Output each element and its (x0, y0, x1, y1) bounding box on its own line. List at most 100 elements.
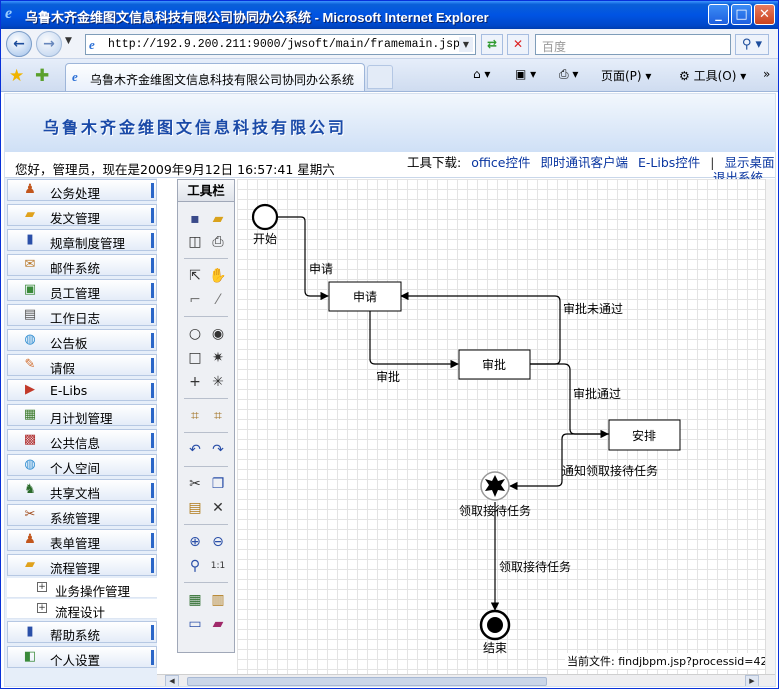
properties-icon[interactable]: ▦ (188, 592, 202, 608)
page-icon: e (89, 37, 95, 52)
more-chevron-icon[interactable]: » (763, 67, 771, 81)
end-label: 结束 (483, 641, 507, 655)
search-input[interactable]: 百度 (535, 34, 731, 55)
start-node-icon[interactable]: ○ (188, 326, 202, 342)
undo-icon[interactable]: ↶ (189, 442, 201, 458)
pan-hand-icon[interactable]: ✋ (209, 268, 227, 284)
tools-menu[interactable]: ⚙ 工具(O) ▾ (679, 69, 747, 83)
toolbox-title: 工具栏 (178, 180, 234, 202)
join-icon[interactable]: ✳ (212, 374, 224, 390)
company-name: 乌鲁木齐金维图文信息科技有限公司 (43, 118, 348, 137)
task-node-icon[interactable]: □ (188, 350, 202, 366)
cut-icon[interactable]: ✂ (189, 476, 201, 492)
menu-item-workflow[interactable]: ▰流程管理 (7, 554, 157, 576)
page-content: 乌鲁木齐金维图文信息科技有限公司 您好，管理员，现在是2009年9月12日 16… (4, 93, 776, 687)
new-tab-button[interactable] (367, 65, 393, 89)
zoom-fit-icon[interactable]: ⚲ (189, 558, 201, 574)
menu-item-personal-space[interactable]: ◍个人空间 (7, 454, 157, 476)
expand-icon: + (37, 582, 47, 592)
menu-item-personal-settings[interactable]: ◧个人设置 (7, 646, 157, 668)
menu-item-help[interactable]: ▮帮助系统 (7, 621, 157, 643)
straight-line-icon[interactable]: ⁄ (216, 292, 220, 308)
menu-item-public-info[interactable]: ▩公共信息 (7, 429, 157, 451)
paste-icon[interactable]: ▤ (188, 500, 202, 516)
submenu-process-design[interactable]: +流程设计 (7, 599, 157, 620)
menu-item-staff[interactable]: ▣员工管理 (7, 279, 157, 301)
select-pointer-icon[interactable]: ⇱ (189, 268, 201, 284)
favorites-star-icon[interactable]: ★ (9, 66, 25, 86)
end-node-icon[interactable]: ◉ (211, 326, 225, 342)
staff-icon: ▣ (23, 282, 37, 297)
show-desktop-link[interactable]: 显示桌面 (724, 155, 775, 170)
settings-icon: ◧ (23, 649, 37, 664)
menu-item-forms[interactable]: ♟表单管理 (7, 529, 157, 551)
menu-item-regulations[interactable]: ▮规章制度管理 (7, 229, 157, 251)
monitor-icon[interactable]: ▭ (188, 616, 202, 632)
minimize-button[interactable]: _ (708, 4, 729, 25)
add-favorites-icon[interactable]: ✚ (35, 66, 50, 86)
url-dropdown-icon[interactable]: ▼ (459, 37, 473, 52)
url-text: http://192.9.200.211:9000/jwsoft/main/fr… (108, 38, 460, 51)
end-node-inner (487, 617, 503, 633)
menu-item-shared-docs[interactable]: ♞共享文档 (7, 479, 157, 501)
workflow-canvas[interactable]: 开始 申请 审批 安排 领取接待任务 结束 申请 审批 审批未通过 审批通过 通… (237, 179, 765, 676)
forward-button[interactable]: → (36, 31, 62, 57)
start-node (251, 203, 279, 231)
elbow-line-icon[interactable]: ⌐ (189, 292, 201, 308)
group-icon[interactable]: ⌗ (191, 408, 199, 424)
im-client-link[interactable]: 即时通讯客户端 (540, 155, 628, 170)
menu-item-work-log[interactable]: ▤工作日志 (7, 304, 157, 326)
elibs-control-link[interactable]: E-Libs控件 (637, 155, 701, 170)
maximize-button[interactable]: □ (731, 4, 752, 25)
title-bar: e 乌鲁木齐金维图文信息科技有限公司协同办公系统 - Microsoft Int… (1, 1, 778, 29)
actual-size-icon[interactable]: 1:1 (210, 561, 226, 571)
office-control-link[interactable]: office控件 (471, 155, 531, 170)
ie-logo-icon: e (5, 5, 13, 22)
home-icon[interactable]: ⌂ ▾ (473, 67, 491, 81)
log-icon: ▤ (23, 307, 37, 322)
history-dropdown-icon[interactable]: ▼ (65, 36, 72, 46)
preview-icon[interactable]: ◫ (188, 234, 202, 250)
folder-open-icon: ▰ (25, 557, 35, 572)
menu-item-bulletin[interactable]: ◍公告板 (7, 329, 157, 351)
tools-icon: ✂ (24, 507, 36, 522)
close-button[interactable]: ✕ (754, 4, 775, 25)
scroll-right-icon[interactable]: ▶ (745, 675, 759, 686)
save-icon[interactable]: ▪ (190, 211, 200, 227)
menu-item-system[interactable]: ✂系统管理 (7, 504, 157, 526)
print-icon[interactable]: ⎙ ▾ (559, 67, 579, 81)
fork-icon[interactable]: + (189, 374, 201, 390)
back-button[interactable]: ← (6, 31, 32, 57)
menu-item-official-affairs[interactable]: ♟公务处理 (7, 179, 157, 201)
vertical-scrollbar[interactable] (765, 179, 775, 676)
zoom-out-icon[interactable]: ⊖ (212, 534, 224, 550)
url-field[interactable]: e http://192.9.200.211:9000/jwsoft/main/… (85, 34, 476, 55)
print-icon[interactable]: ⎙ (212, 234, 224, 250)
menu-item-monthly-plan[interactable]: ▦月计划管理 (7, 404, 157, 426)
search-button[interactable]: ⚲ ▾ (735, 34, 769, 55)
submenu-business-ops[interactable]: +业务操作管理 (7, 578, 157, 599)
horizontal-scrollbar[interactable]: ◀ ▶ (157, 674, 775, 686)
refresh-button[interactable]: ⇄ (481, 34, 503, 55)
scroll-thumb[interactable] (187, 677, 547, 686)
library-books-icon[interactable]: ▰ (212, 616, 224, 632)
feeds-icon[interactable]: ▣ ▾ (515, 67, 537, 81)
scroll-left-icon[interactable]: ◀ (165, 675, 179, 686)
copy-icon[interactable]: ❐ (211, 476, 225, 492)
menu-item-mail[interactable]: ✉邮件系统 (7, 254, 157, 276)
ungroup-icon[interactable]: ⌗ (214, 408, 222, 424)
menu-item-dispatch[interactable]: ▰发文管理 (7, 204, 157, 226)
sidebar-menu: ♟公务处理 ▰发文管理 ▮规章制度管理 ✉邮件系统 ▣员工管理 ▤工作日志 ◍公… (5, 178, 157, 686)
tab-bar: ★ ✚ e 乌鲁木齐金维图文信息科技有限公司协同办公系统 ⌂ ▾ ▣ ▾ ⎙ ▾… (1, 59, 778, 92)
event-node-icon[interactable]: ✷ (212, 350, 224, 366)
redo-icon[interactable]: ↷ (212, 442, 224, 458)
stop-button[interactable]: ✕ (507, 34, 529, 55)
tab-active[interactable]: e 乌鲁木齐金维图文信息科技有限公司协同办公系统 (65, 63, 365, 91)
delete-icon[interactable]: ✕ (212, 500, 224, 516)
page-menu[interactable]: 页面(P) ▾ (601, 69, 652, 83)
menu-item-leave[interactable]: ✎请假 (7, 354, 157, 376)
zoom-in-icon[interactable]: ⊕ (189, 534, 201, 550)
clipboard-icon[interactable]: ▥ (211, 592, 225, 608)
menu-item-elibs[interactable]: ▶E-Libs (7, 379, 157, 401)
open-folder-icon[interactable]: ▰ (212, 211, 224, 227)
